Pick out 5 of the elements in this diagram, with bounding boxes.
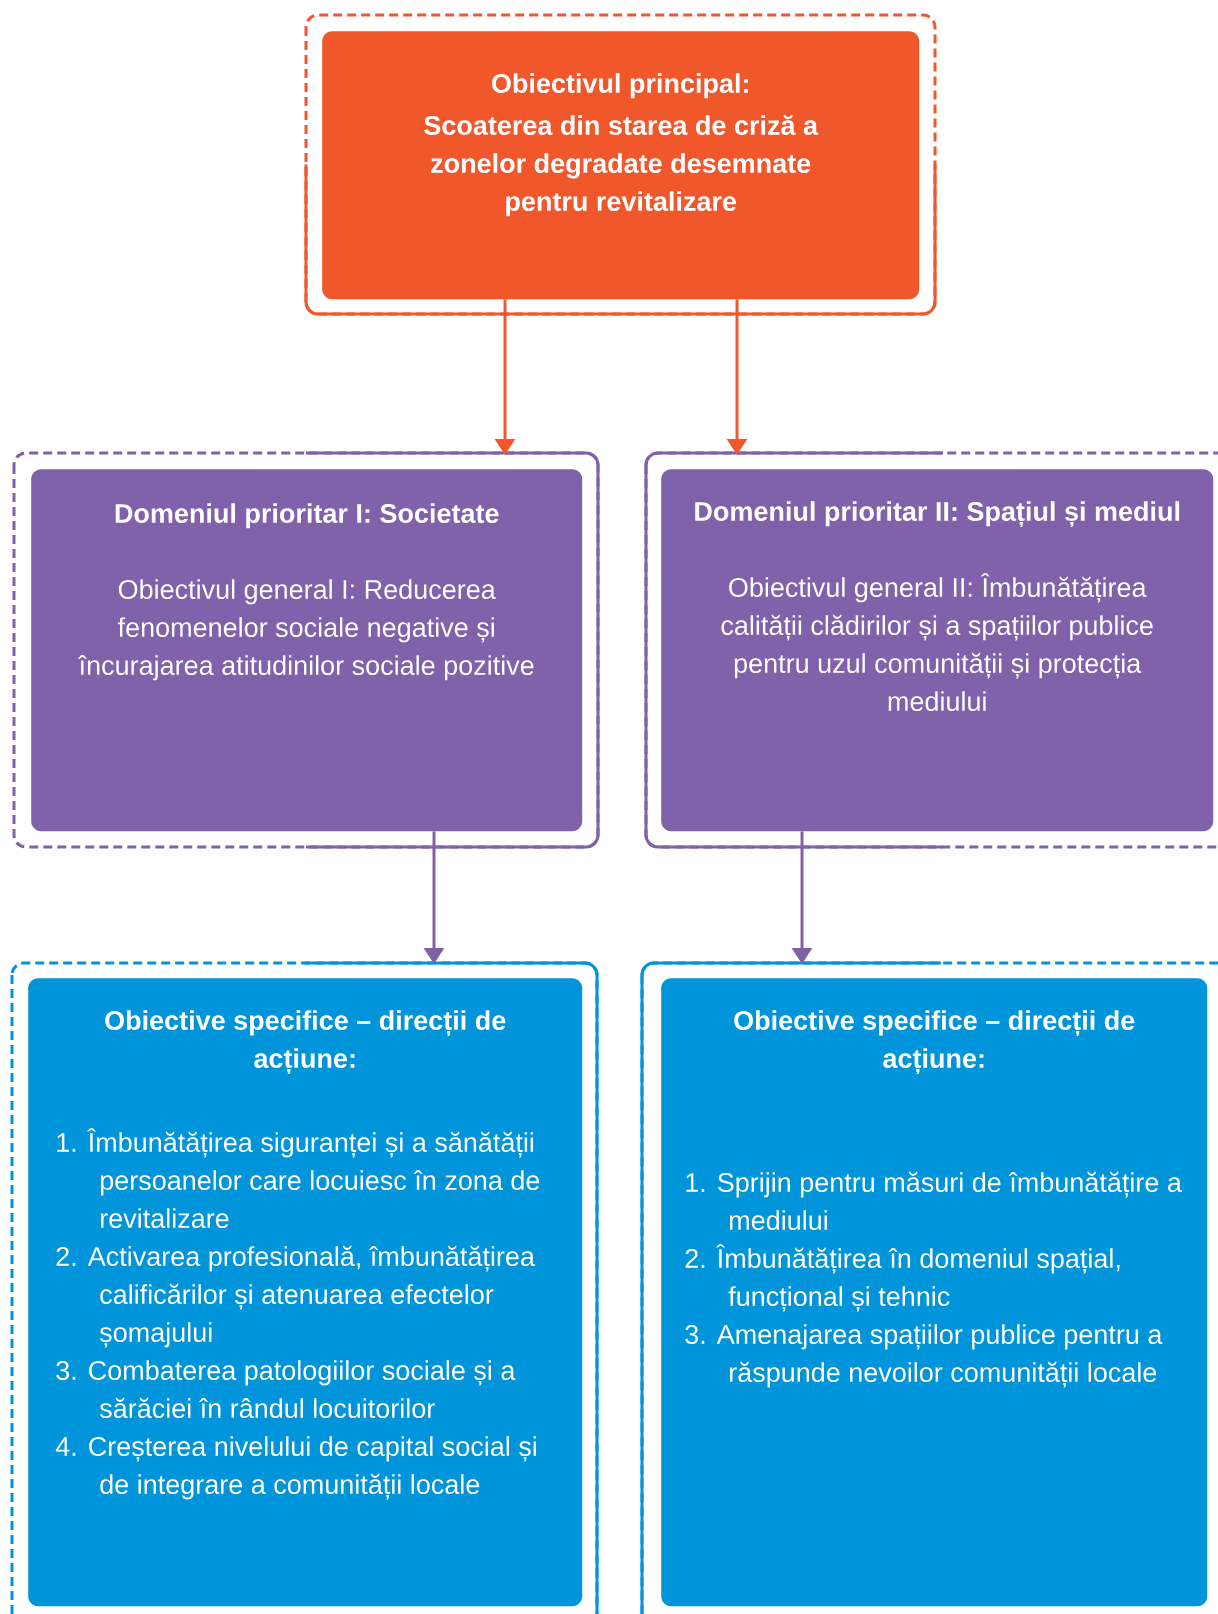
text-box: Obiective specifice – direcții de acțiune: 1. Sprijin pentru măsuri de îmbunătățire a mediului 2. Îmbunătățirea în domeniul spațial, funcțional și tehnic 3. Amenajarea spațiilor publice pentru a răspunde nevoilor comunității locale — [661, 978, 1208, 1607]
text-box: Domeniul prioritar II: Spațiul și mediul Obiectivul general II: Îmbunătățirea calității clădirilor și a spațiilor publice pentru uzul comunității și protecția mediului — [661, 469, 1214, 832]
text-box: Domeniul prioritar I: Societate Obiectivul general I: Reducerea fenomenelor sociale negative și încurajarea atitudinilor sociale pozitive — [31, 469, 583, 832]
text-box: Obiectivul principal: Scoaterea din starea de criză a zonelor degradate desemnate pentru revitalizare — [322, 31, 920, 300]
text-box: Obiective specifice – direcții de acțiune: 1. Îmbunătățirea siguranței și a sănătății persoanelor care locuiesc în zona de revitalizare 2. Activarea profesională, îmbunătățirea calificărilor și atenuarea efectelor șomajului 3. Combaterea patologiilor sociale și a sărăciei în rândul locuitorilor 4. Creșterea nivelului de capital social și de integrare a comunității locale — [28, 978, 583, 1607]
